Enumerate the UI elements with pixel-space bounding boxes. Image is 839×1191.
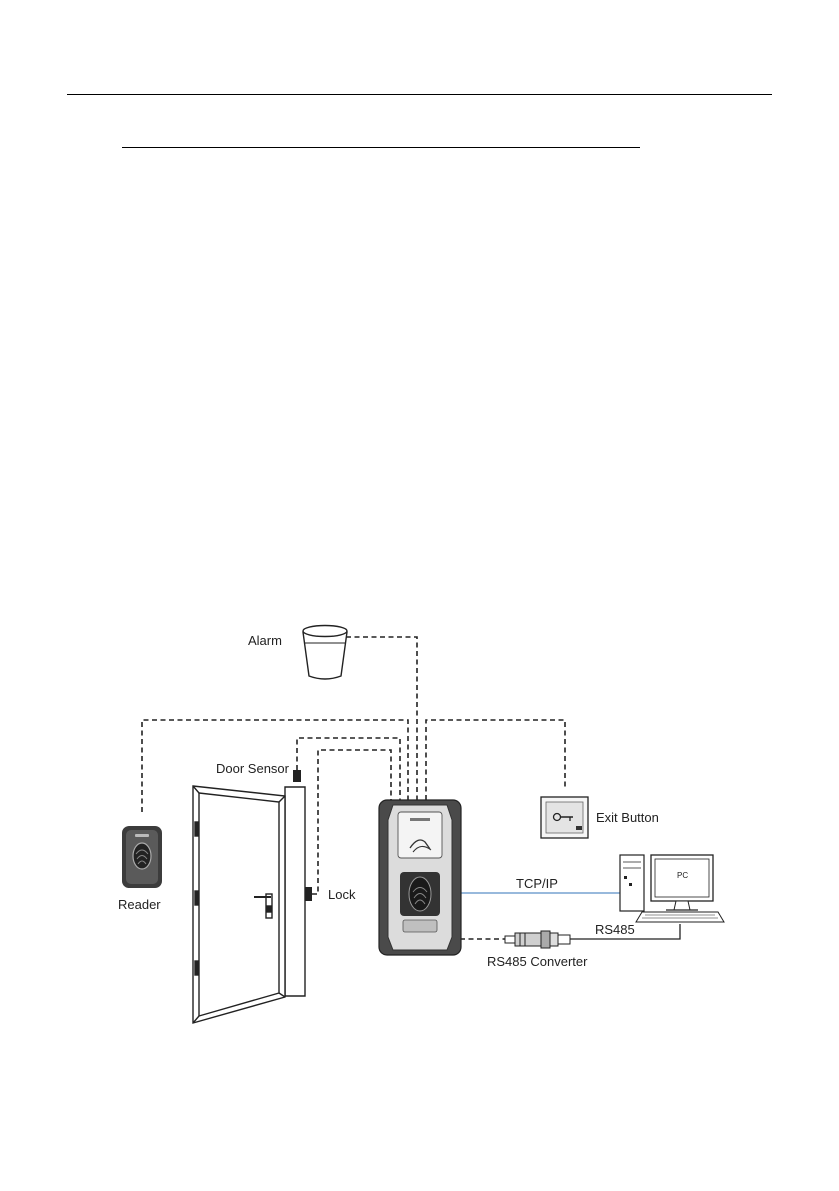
rs485-converter-label: RS485 Converter (487, 954, 588, 969)
access-control-terminal-icon (379, 800, 461, 955)
exit-button-label: Exit Button (596, 810, 659, 825)
alarm-icon (303, 626, 347, 680)
door-sensor-icon (293, 770, 301, 782)
reader-icon (122, 826, 162, 888)
door-sensor-label: Door Sensor (216, 761, 290, 776)
alarm-label: Alarm (248, 633, 282, 648)
pc-label: PC (677, 871, 688, 880)
exit-button-icon (541, 797, 588, 838)
rs485-label: RS485 (595, 922, 635, 937)
door-icon (193, 786, 305, 1023)
tcp-ip-label: TCP/IP (516, 876, 558, 891)
reader-label: Reader (118, 897, 161, 912)
door-sensor-wire (297, 738, 400, 800)
lock-label: Lock (328, 887, 356, 902)
alarm-wire (346, 637, 417, 800)
lock-icon (305, 887, 312, 901)
pc-icon (620, 855, 724, 922)
exit-button-wire (426, 720, 565, 800)
rs485-converter-icon (505, 931, 570, 948)
